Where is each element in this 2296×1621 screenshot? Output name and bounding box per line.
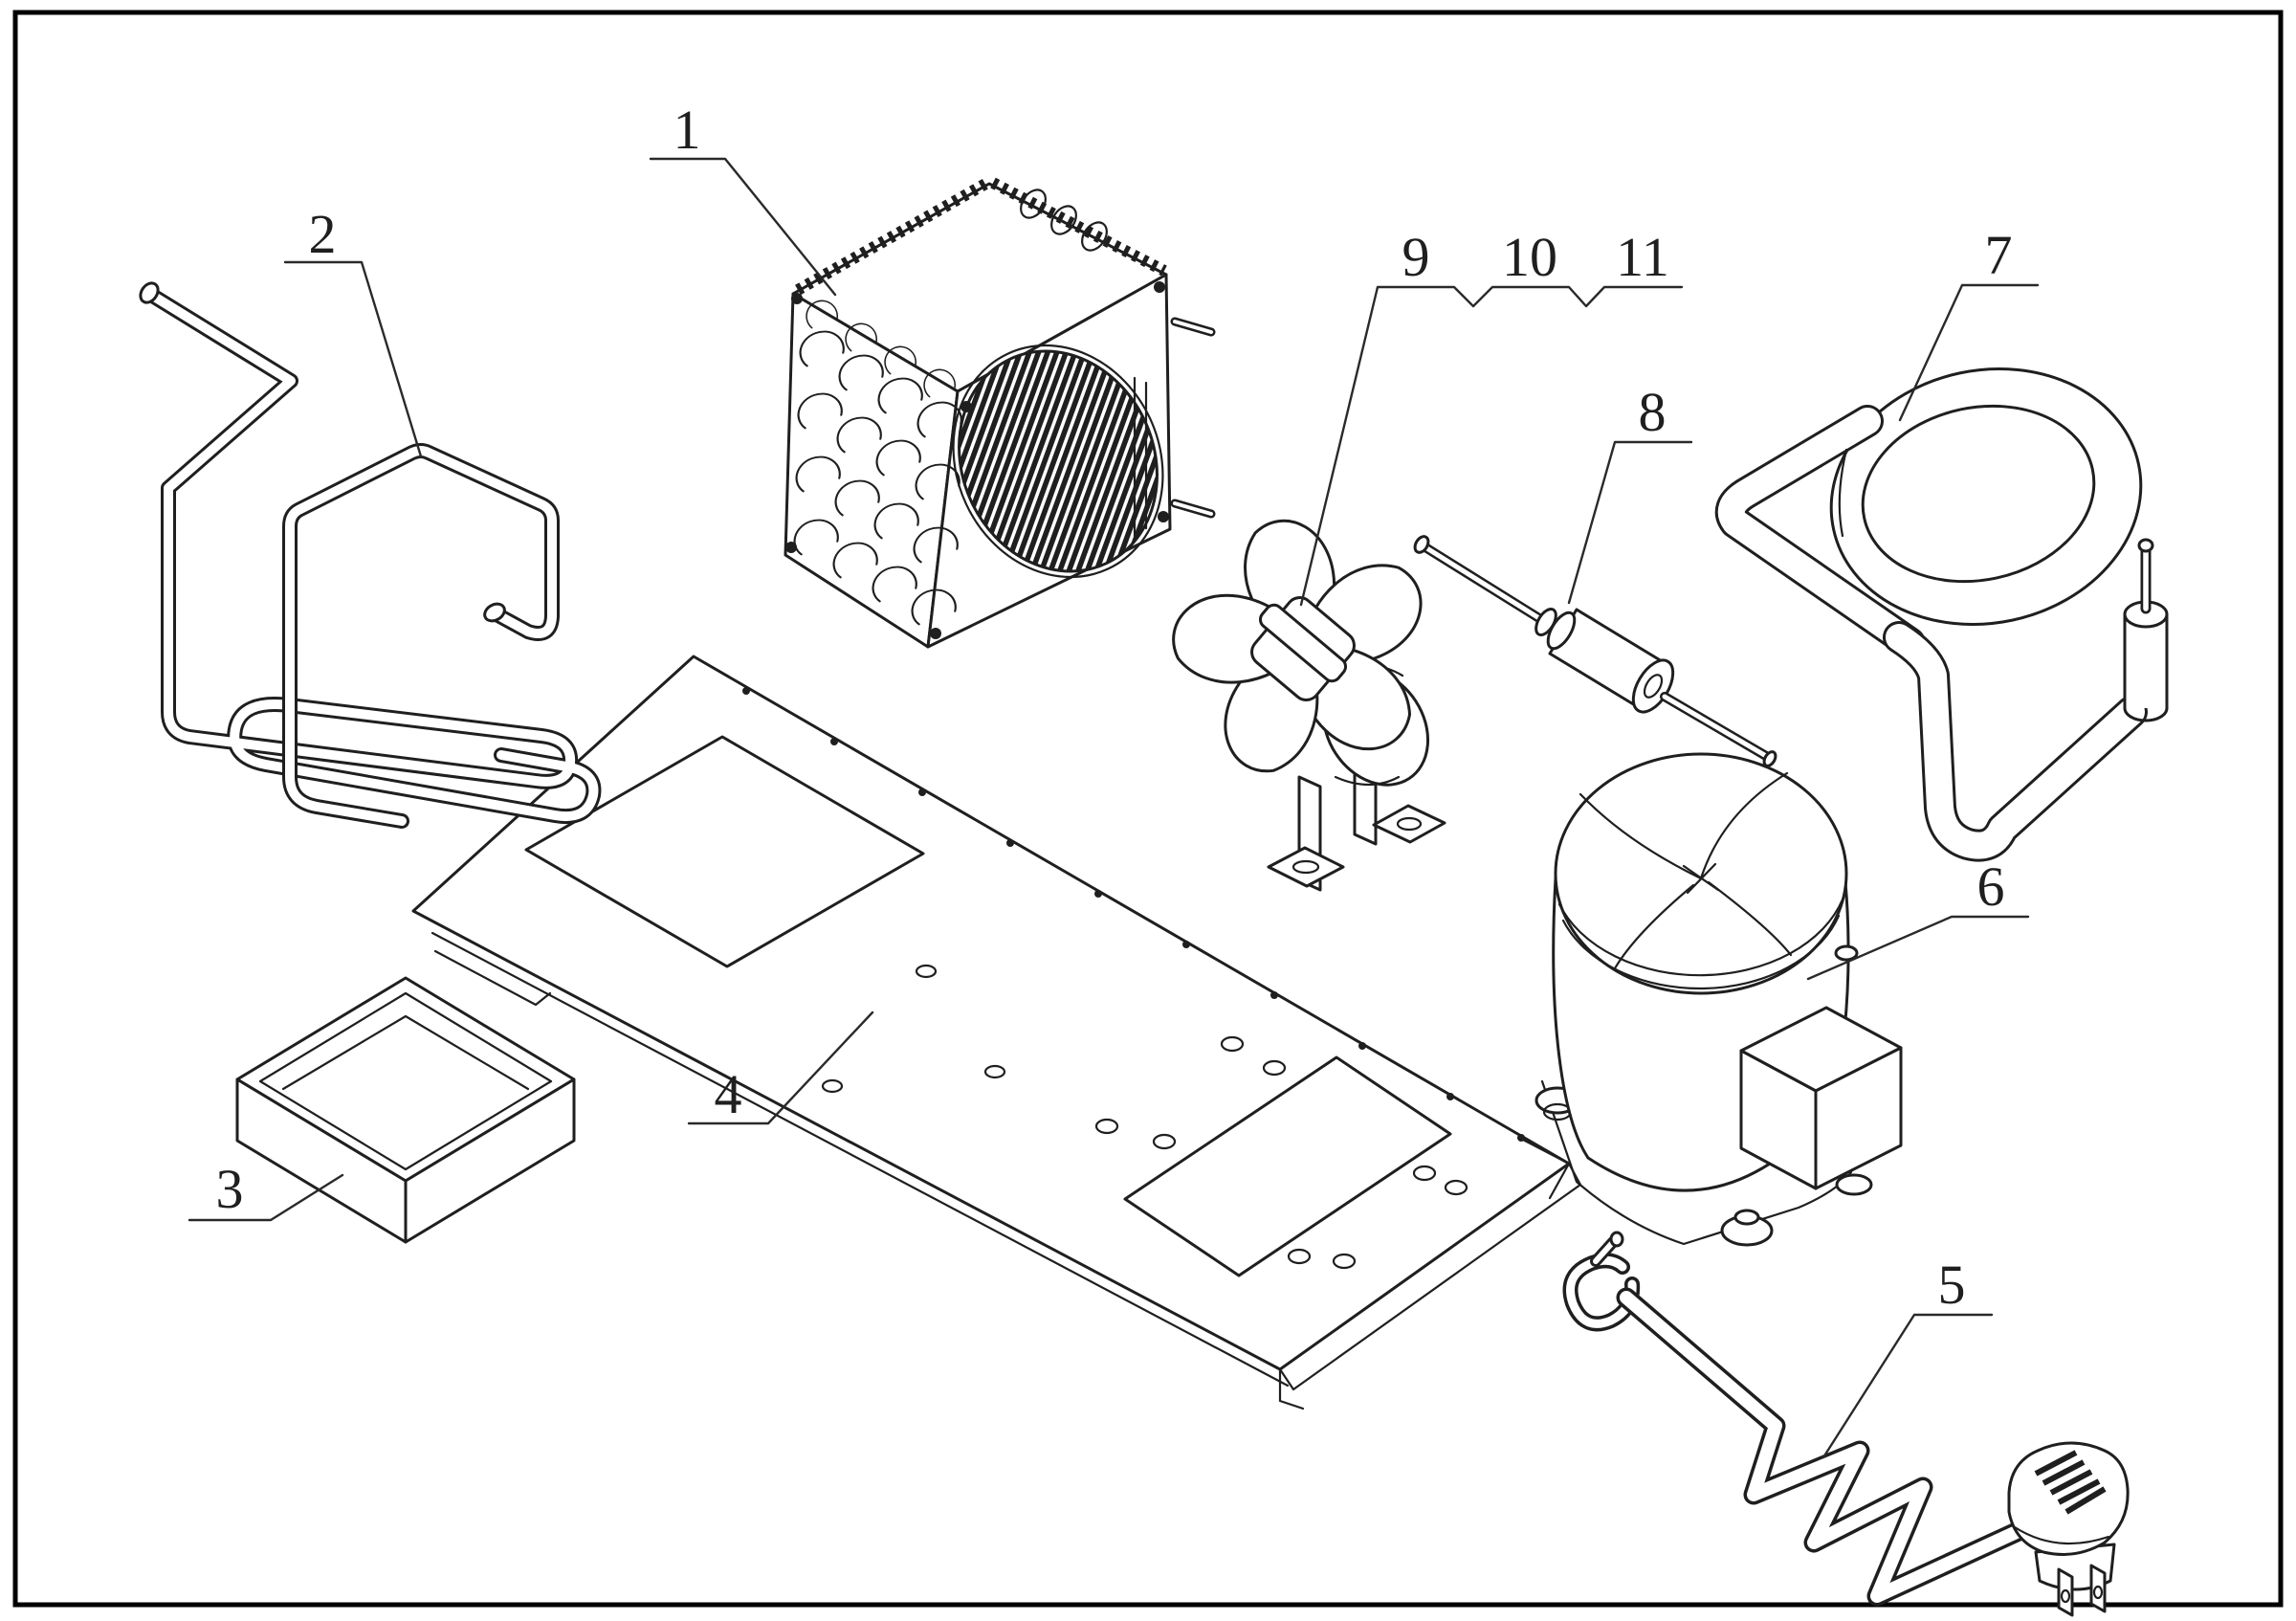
callout-5: 5 (1821, 1254, 1994, 1459)
base-plate-cutout-right (1123, 1055, 1452, 1277)
callout-10-label: 10 (1502, 226, 1557, 288)
callout-9-10-11: 9 10 11 (1299, 226, 1684, 607)
part-3-drip-tray (235, 976, 576, 1244)
condenser-fan-opening-grille (958, 349, 1159, 573)
cord-anchor-tip (1609, 1231, 1624, 1248)
callout-2-label: 2 (309, 203, 337, 265)
plug-grip-ridges (2034, 1450, 2107, 1515)
callout-2: 2 (283, 203, 423, 458)
junction-box-side (1814, 1046, 1903, 1190)
tube-end-cap (139, 281, 160, 304)
callout-4-label: 4 (715, 1063, 742, 1125)
part-1-condenser-coil-unit (784, 177, 1216, 649)
callout-8: 8 (1567, 381, 1693, 605)
part-6-compressor (1534, 752, 1903, 1247)
callout-11-label: 11 (1616, 226, 1669, 288)
part-5-power-cord (1562, 1231, 2130, 1617)
callout-7-label: 7 (1985, 224, 2013, 286)
callout-6-label: 6 (1977, 855, 2005, 918)
callouts: 1 2 3 4 5 6 7 8 (188, 99, 2040, 1459)
base-plate-flange-left (430, 931, 1290, 1388)
callout-7: 7 (1898, 224, 2040, 422)
compressor-dome (1554, 752, 1848, 995)
part-9-10-11-fan-assembly (1166, 511, 1446, 892)
condenser-fin-strip (990, 177, 1167, 277)
loop-inner (1861, 404, 2096, 584)
fitting-tip (2137, 538, 2154, 553)
base-plate-rivets (742, 687, 1525, 1142)
power-plug (2007, 1441, 2130, 1617)
callout-3-label: 3 (216, 1158, 244, 1220)
part-2-wire-condenser-tube (139, 281, 602, 829)
figure-border (12, 10, 2284, 1608)
callout-9-label: 9 (1402, 226, 1430, 288)
part-4-base-plate (411, 655, 1582, 1410)
discharge-stub (1834, 944, 1859, 962)
callout-3: 3 (188, 1158, 344, 1222)
callout-6: 6 (1806, 855, 2030, 981)
dome-seams (1578, 771, 1793, 970)
condenser-tube-stubs (1170, 317, 1216, 519)
callout-4: 4 (687, 1010, 874, 1125)
callout-1: 1 (649, 99, 837, 297)
callout-5-label: 5 (1938, 1254, 1966, 1316)
plug-prong (2057, 1567, 2074, 1617)
capillary-tip (1413, 535, 1430, 554)
callout-8-label: 8 (1639, 381, 1667, 443)
part-9-fan-blade (1166, 511, 1440, 787)
plug-prong (2089, 1564, 2107, 1613)
compressor-foot (1835, 1173, 1873, 1196)
tube-end-cap (483, 602, 506, 623)
base-plate-holes (821, 964, 1468, 1270)
part-7-suction-line-loop (1714, 367, 2169, 862)
callout-1-label: 1 (673, 99, 701, 161)
tray-wall-right (404, 1077, 576, 1244)
part-8-filter-drier (1413, 535, 1777, 767)
condenser-fin-strip (795, 177, 990, 296)
